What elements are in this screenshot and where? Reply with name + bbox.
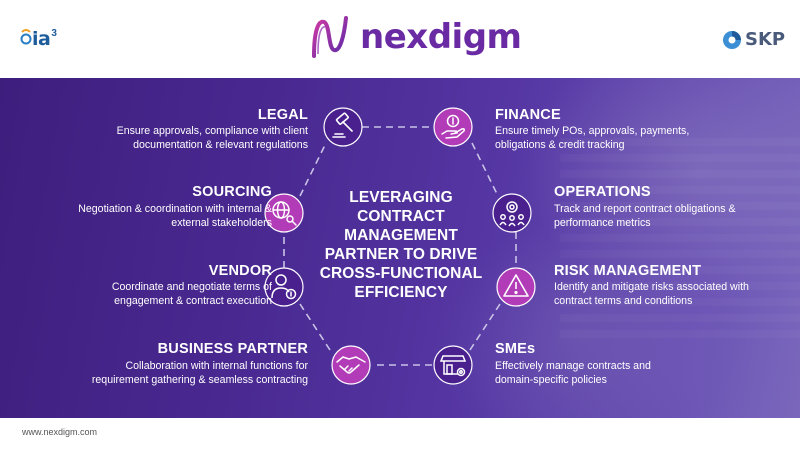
business-partner-node-circle [331, 345, 371, 385]
connector-sourcing-legal [299, 142, 327, 197]
ia3-swirl-icon [20, 29, 32, 45]
operations-desc-line-1: Track and report contract obligations & [554, 203, 736, 215]
operations-title: OPERATIONS [554, 184, 651, 200]
skp-logo-text: SKP [745, 29, 786, 50]
legal-node-circle [323, 107, 363, 147]
finance-desc-line-1: Ensure timely POs, approvals, payments, [495, 125, 690, 137]
risk-management-description: Identify and mitigate risks associated w… [554, 281, 749, 308]
risk-node-circle [496, 267, 536, 307]
business-partner-desc-line-1: Collaboration with internal functions fo… [125, 360, 308, 372]
vendor-node-circle [264, 267, 304, 307]
sourcing-desc-line-1: Negotiation & coordination with internal… [78, 203, 272, 215]
connector-finance-operations [471, 142, 499, 197]
person-money-icon [271, 274, 297, 300]
finance-description: Ensure timely POs, approvals, payments, … [495, 125, 689, 152]
warning-icon [503, 274, 529, 297]
vendor-desc-line-1: Coordinate and negotiate terms of [111, 281, 272, 293]
legal-title: LEGAL [257, 107, 308, 123]
handshake-icon [336, 356, 366, 374]
legal-desc-line-1: Ensure approvals, compliance with client [116, 125, 308, 137]
legal-desc-line-2: documentation & relevant regulations [133, 138, 308, 151]
business-partner-desc-line-2: requirement gathering & seamless contrac… [91, 373, 308, 386]
nexdigm-logo: nexdigm [308, 14, 522, 60]
smes-description: Effectively manage contracts and domain-… [495, 360, 651, 387]
footer-website-link[interactable]: www.nexdigm.com [22, 427, 98, 437]
smes-node-circle [433, 345, 473, 385]
skp-logo: SKP [722, 29, 785, 50]
globe-search-icon [272, 201, 297, 226]
hand-coin-icon [441, 114, 465, 139]
background-highlight-lower [430, 218, 730, 418]
operations-description: Track and report contract obligations & … [554, 203, 736, 230]
smes-title: SMEs [495, 341, 536, 357]
nexdigm-wordmark: nexdigm [360, 17, 522, 57]
risk-management-title: RISK MANAGEMENT [554, 263, 702, 279]
risk-management-desc-line-2: contract terms and conditions [554, 294, 693, 307]
operations-node-circle [492, 193, 532, 233]
footer: www.nexdigm.com [0, 418, 800, 449]
header: ia 3 nexdigm SKP [0, 0, 800, 78]
connector-partner-vendor [299, 303, 331, 351]
team-gear-icon [499, 201, 525, 227]
vendor-description: Coordinate and negotiate terms of engage… [112, 281, 272, 308]
sourcing-node-circle [264, 193, 304, 233]
center-line-6: EFFICIENCY [354, 284, 448, 301]
center-line-1: LEVERAGING [349, 189, 453, 206]
nexdigm-mark-icon [312, 16, 348, 58]
diagram-panel [0, 78, 800, 418]
center-line-3: MANAGEMENT [344, 227, 458, 244]
center-headline: LEVERAGING CONTRACT MANAGEMENT PARTNER T… [318, 188, 484, 302]
smes-desc-line-1: Effectively manage contracts and [495, 360, 651, 372]
sourcing-description: Negotiation & coordination with internal… [78, 203, 272, 230]
business-partner-description: Collaboration with internal functions fo… [92, 360, 308, 387]
business-partner-title: BUSINESS PARTNER [157, 341, 308, 357]
center-line-2: CONTRACT [357, 208, 445, 225]
smes-desc-line-2: domain-specific policies [495, 373, 607, 386]
finance-desc-line-2: obligations & credit tracking [495, 138, 625, 151]
center-line-5: CROSS-FUNCTIONAL [319, 265, 483, 282]
skp-circle-icon [723, 30, 741, 49]
vendor-desc-line-2: engagement & contract execution [114, 294, 272, 307]
vendor-title: VENDOR [208, 263, 272, 279]
sourcing-title: SOURCING [192, 184, 272, 200]
legal-description: Ensure approvals, compliance with client… [117, 125, 308, 152]
ia3-logo: ia 3 [20, 28, 57, 50]
risk-management-desc-line-1: Identify and mitigate risks associated w… [554, 281, 749, 293]
center-line-4: PARTNER TO DRIVE [324, 246, 478, 263]
ia3-logo-text: ia [32, 28, 51, 50]
octagon-connectors [283, 126, 517, 366]
ia3-logo-sup: 3 [51, 28, 57, 39]
finance-node-circle [433, 107, 473, 147]
gavel-icon [332, 112, 353, 138]
shop-gear-icon [439, 355, 467, 377]
operations-desc-line-2: performance metrics [554, 216, 651, 229]
finance-title: FINANCE [495, 107, 561, 123]
background-paper-texture [560, 138, 800, 338]
sourcing-desc-line-2: external stakeholders [171, 216, 272, 229]
connector-risk-smes [469, 303, 501, 351]
